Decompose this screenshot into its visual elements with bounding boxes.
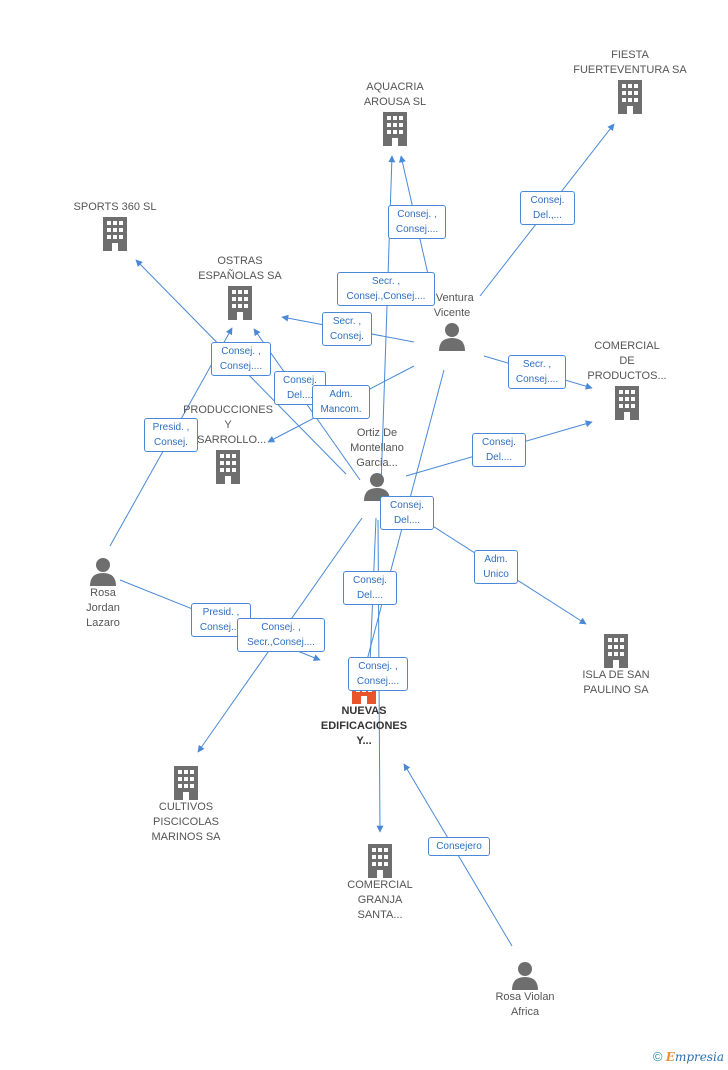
brand-footer: © Empresia — [653, 1049, 724, 1064]
edge-label-consej-secr-consej[interactable]: Consej. , Secr.,Consej.... — [237, 618, 325, 652]
building-icon — [103, 217, 127, 251]
edge-label-consej-consej-ostras[interactable]: Consej. , Consej.... — [211, 342, 271, 376]
edge-label-consej-del-nuevas[interactable]: Consej. Del.... — [343, 571, 397, 605]
node-fiesta-fuerteventura[interactable]: FIESTA FUERTEVENTURA SA — [560, 48, 700, 114]
person-icon — [439, 323, 465, 351]
node-label: COMERCIAL DE PRODUCTOS... — [587, 340, 667, 382]
node-rosa-jordan[interactable]: Rosa Jordan Lazaro — [68, 556, 138, 631]
node-comercial-granja[interactable]: COMERCIAL GRANJA SANTA... — [330, 842, 430, 923]
node-rosa-violan[interactable]: Rosa Violan Africa — [478, 960, 572, 1020]
node-cultivos-piscicolas[interactable]: CULTIVOS PISCICOLAS MARINOS SA — [134, 764, 238, 845]
node-ostras-espanolas[interactable]: OSTRAS ESPAÑOLAS SA — [185, 254, 295, 320]
node-aquacria-arousa[interactable]: AQUACRIA AROUSA SL — [345, 80, 445, 146]
node-sports-360[interactable]: SPORTS 360 SL — [60, 200, 170, 251]
person-icon — [90, 558, 116, 586]
node-label: COMERCIAL GRANJA SANTA... — [347, 879, 413, 921]
edge-label-secr-consej-comercial[interactable]: Secr. , Consej.... — [508, 355, 566, 389]
node-label: OSTRAS ESPAÑOLAS SA — [198, 255, 282, 282]
node-isla-san-paulino[interactable]: ISLA DE SAN PAULINO SA — [566, 632, 666, 698]
building-icon — [383, 112, 407, 146]
node-label: PRODUCCIONES Y ESARROLLO... — [183, 404, 273, 446]
brand-name: mpresia — [674, 1050, 724, 1064]
node-ventura-vicente[interactable]: i Ventura Vicente — [410, 291, 494, 351]
node-label: NUEVAS EDIFICACIONES Y... — [320, 705, 408, 747]
edge-label-consejero[interactable]: Consejero — [428, 837, 490, 856]
node-label: AQUACRIA AROUSA SL — [363, 81, 427, 108]
copyright-symbol: © — [652, 1049, 663, 1064]
building-icon — [368, 844, 392, 878]
edge-label-presid-consej-rosa[interactable]: Presid. , Consej. — [144, 418, 198, 452]
node-producciones-desarrollo[interactable]: PRODUCCIONES Y ESARROLLO... — [178, 403, 278, 484]
node-label: Rosa Jordan Lazaro — [86, 587, 120, 629]
node-label: FIESTA FUERTEVENTURA SA — [573, 49, 687, 76]
node-label: SPORTS 360 SL — [73, 201, 157, 213]
building-icon — [174, 766, 198, 800]
node-label: Rosa Violan Africa — [495, 991, 555, 1018]
building-icon — [615, 386, 639, 420]
node-label: Ortiz De Montellano Garcia... — [350, 427, 404, 469]
person-icon — [512, 962, 538, 990]
edge-label-consej-consej-aquacria[interactable]: Consej. , Consej.... — [388, 205, 446, 239]
edge-label-consej-del-ortiz[interactable]: Consej. Del.... — [380, 496, 434, 530]
brand-logo: Empresia — [666, 1050, 724, 1064]
building-icon — [216, 450, 240, 484]
node-ortiz-montellano[interactable]: Ortiz De Montellano Garcia... — [332, 426, 422, 501]
edge-label-consej-del-fiesta[interactable]: Consej. Del.,... — [520, 191, 575, 225]
building-icon — [604, 634, 628, 668]
node-label: i Ventura Vicente — [430, 292, 474, 319]
edge-label-consej-consej-nuevas[interactable]: Consej. , Consej.... — [348, 657, 408, 691]
node-comercial-productos[interactable]: COMERCIAL DE PRODUCTOS... — [580, 339, 674, 420]
brand-initial: E — [665, 1050, 675, 1064]
edge-label-secr-consej-consej[interactable]: Secr. , Consej.,Consej.... — [337, 272, 435, 306]
node-label: CULTIVOS PISCICOLAS MARINOS SA — [151, 801, 221, 843]
edge-label-adm-unico[interactable]: Adm. Unico — [474, 550, 518, 584]
node-label: ISLA DE SAN PAULINO SA — [582, 669, 650, 696]
building-icon — [228, 286, 252, 320]
edge-label-adm-mancom[interactable]: Adm. Mancom. — [312, 385, 370, 419]
edge-label-consej-del-comercial[interactable]: Consej. Del.... — [472, 433, 526, 467]
building-icon — [618, 80, 642, 114]
edge-label-secr-consej-ostras[interactable]: Secr. , Consej. — [322, 312, 372, 346]
